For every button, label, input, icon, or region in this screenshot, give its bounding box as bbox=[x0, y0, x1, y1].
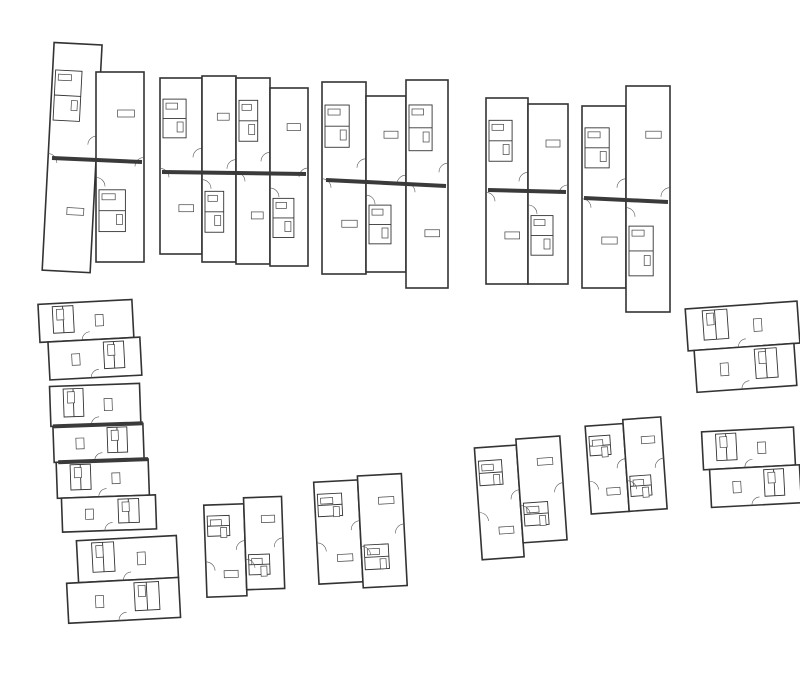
building-group-n bbox=[700, 426, 800, 509]
building-group-b bbox=[159, 75, 309, 267]
apartment-unit bbox=[37, 298, 135, 344]
apartment-unit bbox=[242, 495, 286, 591]
building-group-m bbox=[684, 300, 800, 394]
apartment-unit bbox=[527, 103, 569, 285]
apartment-unit bbox=[473, 444, 525, 561]
apartment-unit bbox=[269, 87, 309, 267]
apartment-unit bbox=[708, 463, 800, 509]
apartment-unit bbox=[235, 77, 271, 265]
apartment-unit bbox=[65, 576, 182, 625]
apartment-unit bbox=[47, 336, 143, 381]
apartment-unit bbox=[202, 502, 248, 598]
apartment-unit bbox=[515, 435, 568, 544]
apartment-unit bbox=[201, 75, 237, 263]
building-group-l bbox=[584, 416, 668, 515]
building-group-f bbox=[37, 298, 143, 381]
apartment-unit bbox=[621, 416, 668, 513]
apartment-unit bbox=[75, 534, 180, 584]
building-group-d bbox=[485, 97, 569, 285]
apartment-unit bbox=[321, 81, 367, 275]
apartment-unit bbox=[60, 494, 158, 533]
apartment-unit bbox=[584, 422, 631, 515]
building-group-i bbox=[202, 495, 286, 598]
building-group-a bbox=[41, 41, 145, 274]
building-group-g bbox=[48, 382, 158, 533]
building-group-h bbox=[65, 534, 182, 625]
building-group-k bbox=[473, 435, 568, 561]
building-group-j bbox=[312, 472, 409, 589]
apartment-unit bbox=[55, 458, 151, 500]
apartment-unit bbox=[312, 479, 364, 585]
apartment-unit bbox=[159, 77, 203, 255]
apartment-unit bbox=[52, 422, 145, 464]
building-group-e bbox=[581, 85, 671, 313]
apartment-unit bbox=[356, 472, 409, 589]
building-group-c bbox=[321, 79, 449, 289]
apartment-unit bbox=[95, 71, 145, 263]
apartment-unit bbox=[700, 426, 797, 471]
apartment-unit bbox=[684, 300, 800, 352]
apartment-unit bbox=[48, 382, 142, 428]
apartment-unit bbox=[693, 342, 798, 394]
